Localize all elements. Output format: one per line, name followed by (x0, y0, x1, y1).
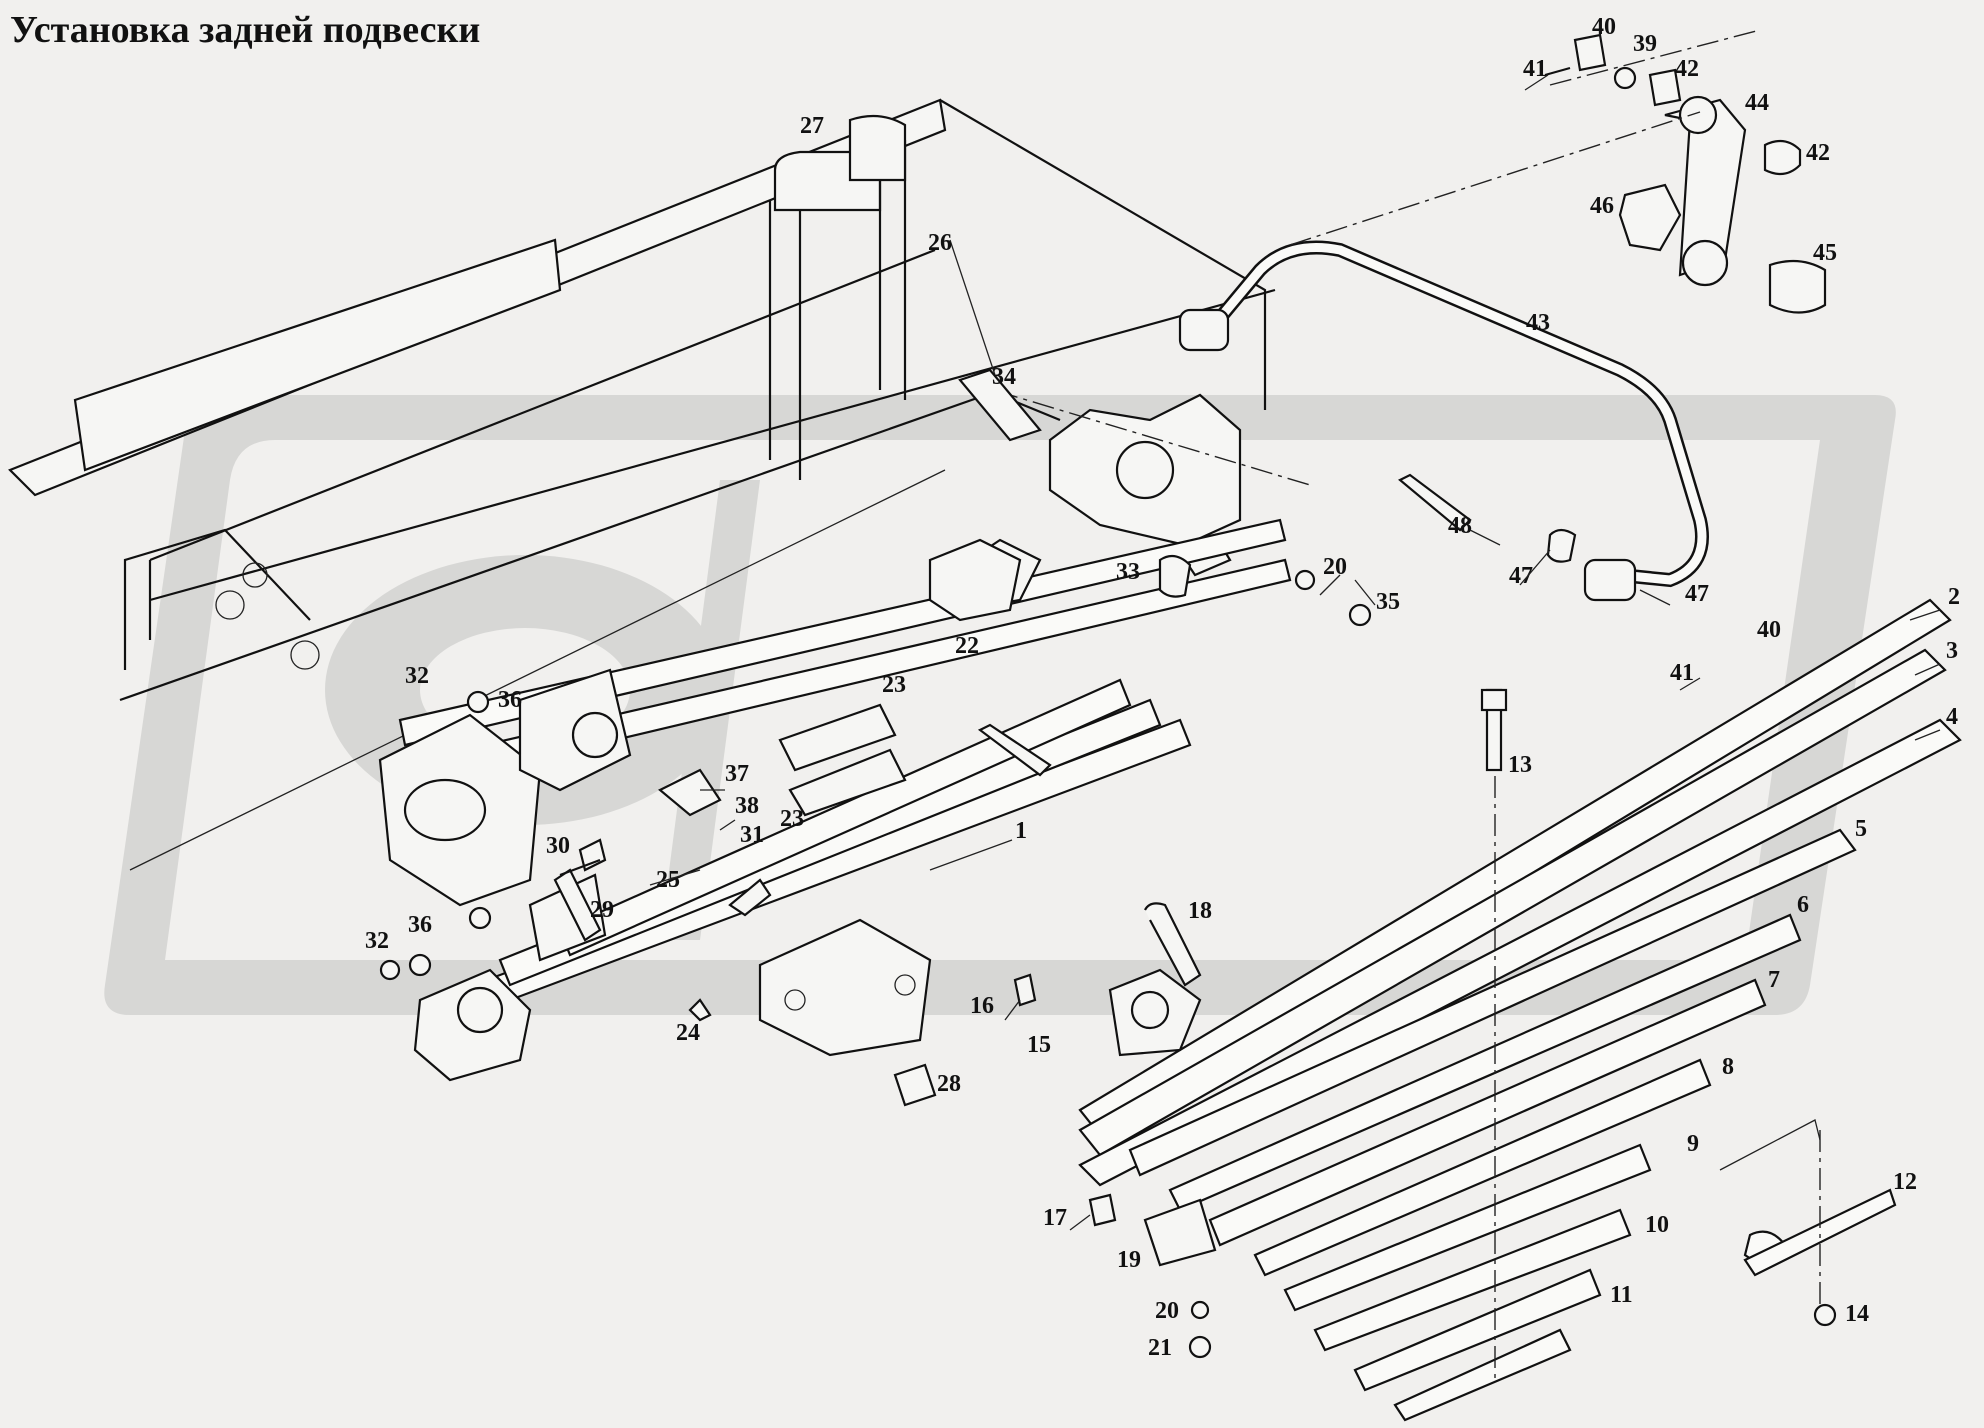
callout-14: 14 (1845, 1301, 1869, 1327)
callout-33: 33 (1116, 559, 1140, 585)
callout-17: 17 (1043, 1205, 1067, 1231)
callout-26: 26 (928, 230, 952, 256)
center-bolt-and-clips (688, 368, 1837, 1359)
diagram-title: Установка задней подвески (10, 9, 481, 51)
callout-41b: 41 (1670, 660, 1694, 686)
callout-37: 37 (725, 761, 749, 787)
callout-45: 45 (1813, 240, 1837, 266)
callout-40a: 40 (1592, 14, 1616, 40)
callout-15: 15 (1027, 1032, 1051, 1058)
leader-lines (649, 74, 1941, 1231)
callout-19: 19 (1117, 1247, 1141, 1273)
callout-47a: 47 (1509, 563, 1533, 589)
callout-32a: 32 (405, 663, 429, 689)
callout-42a: 42 (1675, 56, 1699, 82)
callout-13: 13 (1508, 752, 1532, 778)
callout-18: 18 (1188, 898, 1212, 924)
callout-21: 21 (1148, 1335, 1172, 1361)
callout-6: 6 (1797, 892, 1809, 918)
callout-16: 16 (970, 993, 994, 1019)
callout-34: 34 (992, 364, 1016, 390)
callout-20a: 20 (1323, 554, 1347, 580)
spring-pack (398, 518, 1292, 1017)
u-bolt-assembly (768, 114, 907, 480)
callout-39: 39 (1633, 31, 1657, 57)
callout-labels: 1 2 3 4 5 6 7 8 9 10 11 12 13 14 15 16 1… (365, 14, 1960, 1361)
callout-29: 29 (590, 897, 614, 923)
callout-28: 28 (937, 1071, 961, 1097)
callout-38: 38 (735, 793, 759, 819)
callout-22: 22 (955, 633, 979, 659)
callout-44: 44 (1745, 90, 1769, 116)
callout-10: 10 (1645, 1212, 1669, 1238)
callout-3: 3 (1946, 638, 1958, 664)
stabilizer-bar (1178, 240, 1709, 602)
callout-2: 2 (1948, 584, 1960, 610)
spring-clamp-bracket (928, 538, 1192, 622)
callout-4: 4 (1946, 704, 1958, 730)
frame-rail (8, 98, 1276, 871)
callout-43: 43 (1526, 310, 1550, 336)
callout-35: 35 (1376, 589, 1400, 615)
callout-5: 5 (1855, 816, 1867, 842)
spring-leaves (1078, 598, 1962, 1422)
callout-32b: 32 (365, 928, 389, 954)
callout-46: 46 (1590, 193, 1614, 219)
callout-30: 30 (546, 833, 570, 859)
watermark-logo (104, 395, 1896, 1015)
callout-31: 31 (740, 822, 764, 848)
callout-23b: 23 (780, 806, 804, 832)
callout-1: 1 (1015, 818, 1027, 844)
callout-47b: 47 (1685, 581, 1709, 607)
callout-24: 24 (676, 1020, 700, 1046)
callout-42b: 42 (1806, 140, 1830, 166)
callout-20b: 20 (1155, 1298, 1179, 1324)
callout-8: 8 (1722, 1054, 1734, 1080)
callout-12: 12 (1893, 1169, 1917, 1195)
callout-36a: 36 (498, 687, 522, 713)
callout-40b: 40 (1757, 617, 1781, 643)
callout-23a: 23 (882, 672, 906, 698)
front-spring-eye (378, 668, 722, 1082)
callout-7: 7 (1768, 967, 1780, 993)
callout-36b: 36 (408, 912, 432, 938)
callout-27: 27 (800, 113, 824, 139)
callout-9: 9 (1687, 1131, 1699, 1157)
stabilizer-link (1289, 29, 1827, 314)
callout-48: 48 (1448, 513, 1472, 539)
callout-11: 11 (1610, 1282, 1633, 1308)
